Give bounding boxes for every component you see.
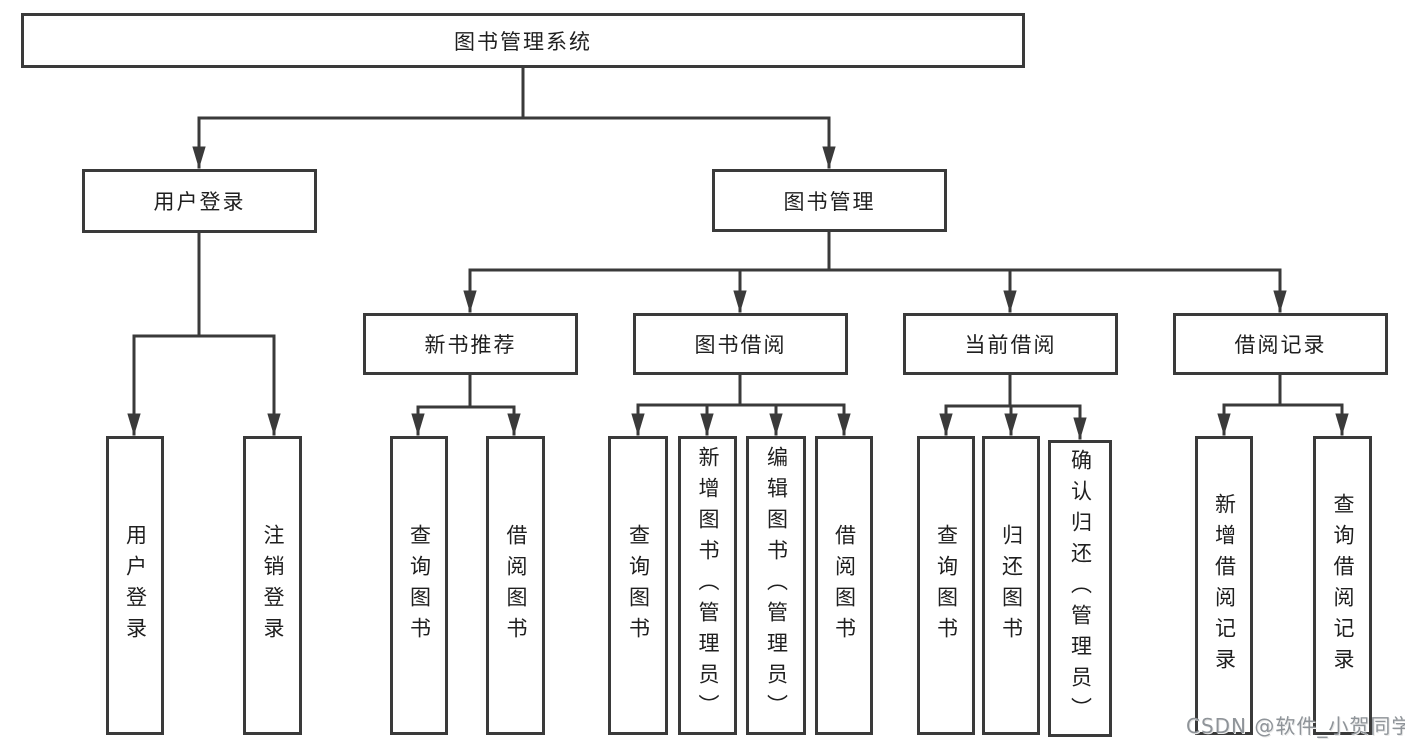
node-label: 借阅图书 <box>832 523 857 648</box>
node-label: 查询图书 <box>934 523 959 648</box>
node-borrow-record: 借阅记录 <box>1173 313 1388 375</box>
node-label: 查询图书 <box>626 523 651 648</box>
node-current-borrow: 当前借阅 <box>903 313 1118 375</box>
node-leaf-user-login: 用户登录 <box>106 436 164 735</box>
watermark: CSDN @软件_小贺同学 <box>1186 714 1405 738</box>
node-label: 确认归还（管理员） <box>1068 449 1093 728</box>
node-label: 查询借阅记录 <box>1331 492 1355 679</box>
node-user-login-group: 用户登录 <box>82 169 317 233</box>
node-label: 用户登录 <box>123 523 148 648</box>
node-library-management-system: 图书管理系统 <box>21 13 1025 68</box>
node-leaf-return-book: 归还图书 <box>982 436 1040 735</box>
node-label: 新增图书（管理员） <box>696 446 720 725</box>
node-new-book-recommend: 新书推荐 <box>363 313 578 375</box>
node-label: 图书管理系统 <box>454 29 592 54</box>
node-leaf-add-borrow-record: 新增借阅记录 <box>1195 436 1253 735</box>
node-label: 新增借阅记录 <box>1212 492 1237 679</box>
node-leaf-query-book-2: 查询图书 <box>608 436 668 735</box>
node-leaf-borrow-book-2: 借阅图书 <box>815 436 873 735</box>
node-label: 查询图书 <box>407 523 432 648</box>
node-leaf-logout: 注销登录 <box>243 436 302 735</box>
node-leaf-query-borrow-record: 查询借阅记录 <box>1313 436 1372 735</box>
node-label: 新书推荐 <box>424 333 517 357</box>
node-leaf-edit-book-admin: 编辑图书（管理员） <box>746 436 806 735</box>
node-label: 图书借阅 <box>694 333 787 357</box>
node-label: 编辑图书（管理员） <box>764 446 789 725</box>
node-label: 借阅记录 <box>1234 333 1327 357</box>
node-label: 归还图书 <box>999 523 1024 648</box>
node-label: 图书管理 <box>783 189 876 214</box>
node-label: 借阅图书 <box>504 523 528 648</box>
node-leaf-add-book-admin: 新增图书（管理员） <box>678 436 737 735</box>
node-book-management: 图书管理 <box>712 169 947 232</box>
node-leaf-confirm-return-admin: 确认归还（管理员） <box>1048 440 1112 737</box>
node-label: 注销登录 <box>261 523 285 648</box>
node-book-borrow: 图书借阅 <box>633 313 848 375</box>
node-leaf-query-book-1: 查询图书 <box>390 436 448 735</box>
node-leaf-borrow-book-1: 借阅图书 <box>486 436 545 735</box>
node-leaf-query-book-3: 查询图书 <box>917 436 975 735</box>
node-label: 当前借阅 <box>964 333 1057 357</box>
node-label: 用户登录 <box>153 190 246 214</box>
